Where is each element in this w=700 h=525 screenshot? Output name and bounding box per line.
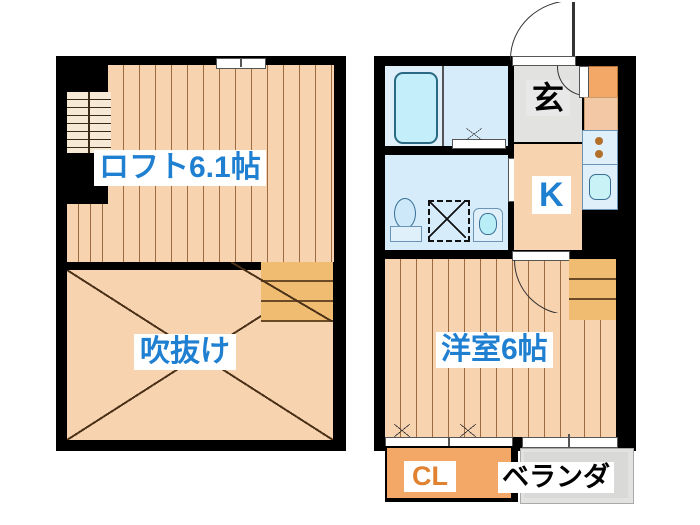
loft-right-stairs-diagonal	[231, 262, 333, 322]
toilet-bowl	[479, 213, 497, 235]
vanity-counter	[390, 226, 422, 242]
bedroom-window-mark-right	[460, 424, 476, 437]
kitchen-counter-upper	[584, 97, 618, 131]
entrance-door-arc	[510, 2, 574, 60]
gas-stove	[582, 130, 618, 166]
loft-void-divider-wall	[67, 262, 261, 270]
entrance-inner-door-leaf	[579, 66, 589, 98]
main-floor-plan: 玄 K 洋室6帖	[374, 0, 652, 525]
stove-burner-front	[595, 137, 603, 145]
loft-floor-plan: ロフト6.1帖 吹抜け	[56, 56, 346, 451]
bath-divider	[442, 66, 444, 146]
stove-burner-back	[595, 150, 603, 158]
bedroom-door-arc	[514, 259, 568, 313]
bedroom-label: 洋室6帖	[436, 332, 553, 368]
kitchen-label: K	[532, 176, 571, 214]
bedroom-door-arc-clip	[514, 259, 568, 313]
loft-floor-left-strip	[67, 204, 109, 262]
bedroom-door-fill	[514, 259, 568, 260]
entrance-door-arc-clip	[510, 2, 574, 60]
main-stairs-tread-1	[569, 278, 616, 280]
balcony-label: ベランダ	[498, 462, 614, 493]
bath-door-fold-mark	[466, 128, 482, 140]
balcony-window-mullion	[568, 434, 570, 448]
loft-room-label: ロフト6.1帖	[94, 150, 266, 186]
washing-machine-cross	[428, 200, 466, 238]
main-stairs-tread-2	[569, 298, 616, 300]
entrance-door-opening	[512, 56, 576, 66]
kitchen-bedroom-wall	[385, 250, 616, 259]
balcony-sliding-window	[522, 437, 618, 448]
closet-label: CL	[404, 461, 456, 492]
main-stairs	[569, 259, 616, 320]
bedroom-window-mark-left	[394, 424, 410, 437]
void-label: 吹抜け	[134, 334, 236, 370]
loft-stairs-center-rail	[88, 92, 90, 153]
vanity-sink-bowl	[394, 198, 416, 229]
loft-window-mullion	[240, 58, 242, 67]
kitchen-sink-basin	[589, 174, 611, 200]
bedroom-floor-right-strip	[569, 320, 616, 437]
bathtub	[394, 72, 438, 144]
entrance-label: 玄	[526, 80, 571, 116]
entrance-inner-door-arc-clip	[557, 66, 585, 96]
entrance-door-leaf	[572, 2, 575, 60]
bath-door	[452, 139, 506, 149]
shoe-box	[584, 66, 618, 98]
